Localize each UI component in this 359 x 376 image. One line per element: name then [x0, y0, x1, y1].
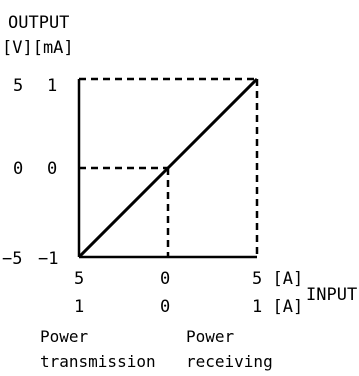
x-tick-row1-mid: 0	[160, 269, 170, 289]
right-region-label-line2: receiving	[186, 352, 273, 371]
left-region-label-line1: Power	[40, 327, 89, 346]
x-tick-row1-right: 5 [A]	[252, 269, 303, 289]
x-tick-row2-right: 1 [A]	[252, 297, 303, 317]
right-region-label-line1: Power	[186, 327, 235, 346]
y-tick-voltage-5: 5	[13, 76, 23, 96]
x-axis-label: INPUT	[306, 285, 357, 305]
x-tick-row2-mid: 0	[160, 297, 170, 317]
y-tick-current-neg1: −1	[38, 249, 58, 269]
y-tick-voltage-0: 0	[13, 159, 23, 179]
y-tick-current-0: 0	[47, 159, 57, 179]
y-tick-current-1: 1	[47, 76, 57, 96]
left-region-label-line2: transmission	[40, 352, 156, 371]
y-tick-voltage-neg5: −5	[2, 249, 22, 269]
output-title: OUTPUT	[8, 13, 69, 33]
output-units: [V][mA]	[2, 38, 74, 58]
output-line	[77, 77, 259, 259]
x-tick-row1-left: 5	[74, 269, 84, 289]
x-tick-row2-left: 1	[74, 297, 84, 317]
